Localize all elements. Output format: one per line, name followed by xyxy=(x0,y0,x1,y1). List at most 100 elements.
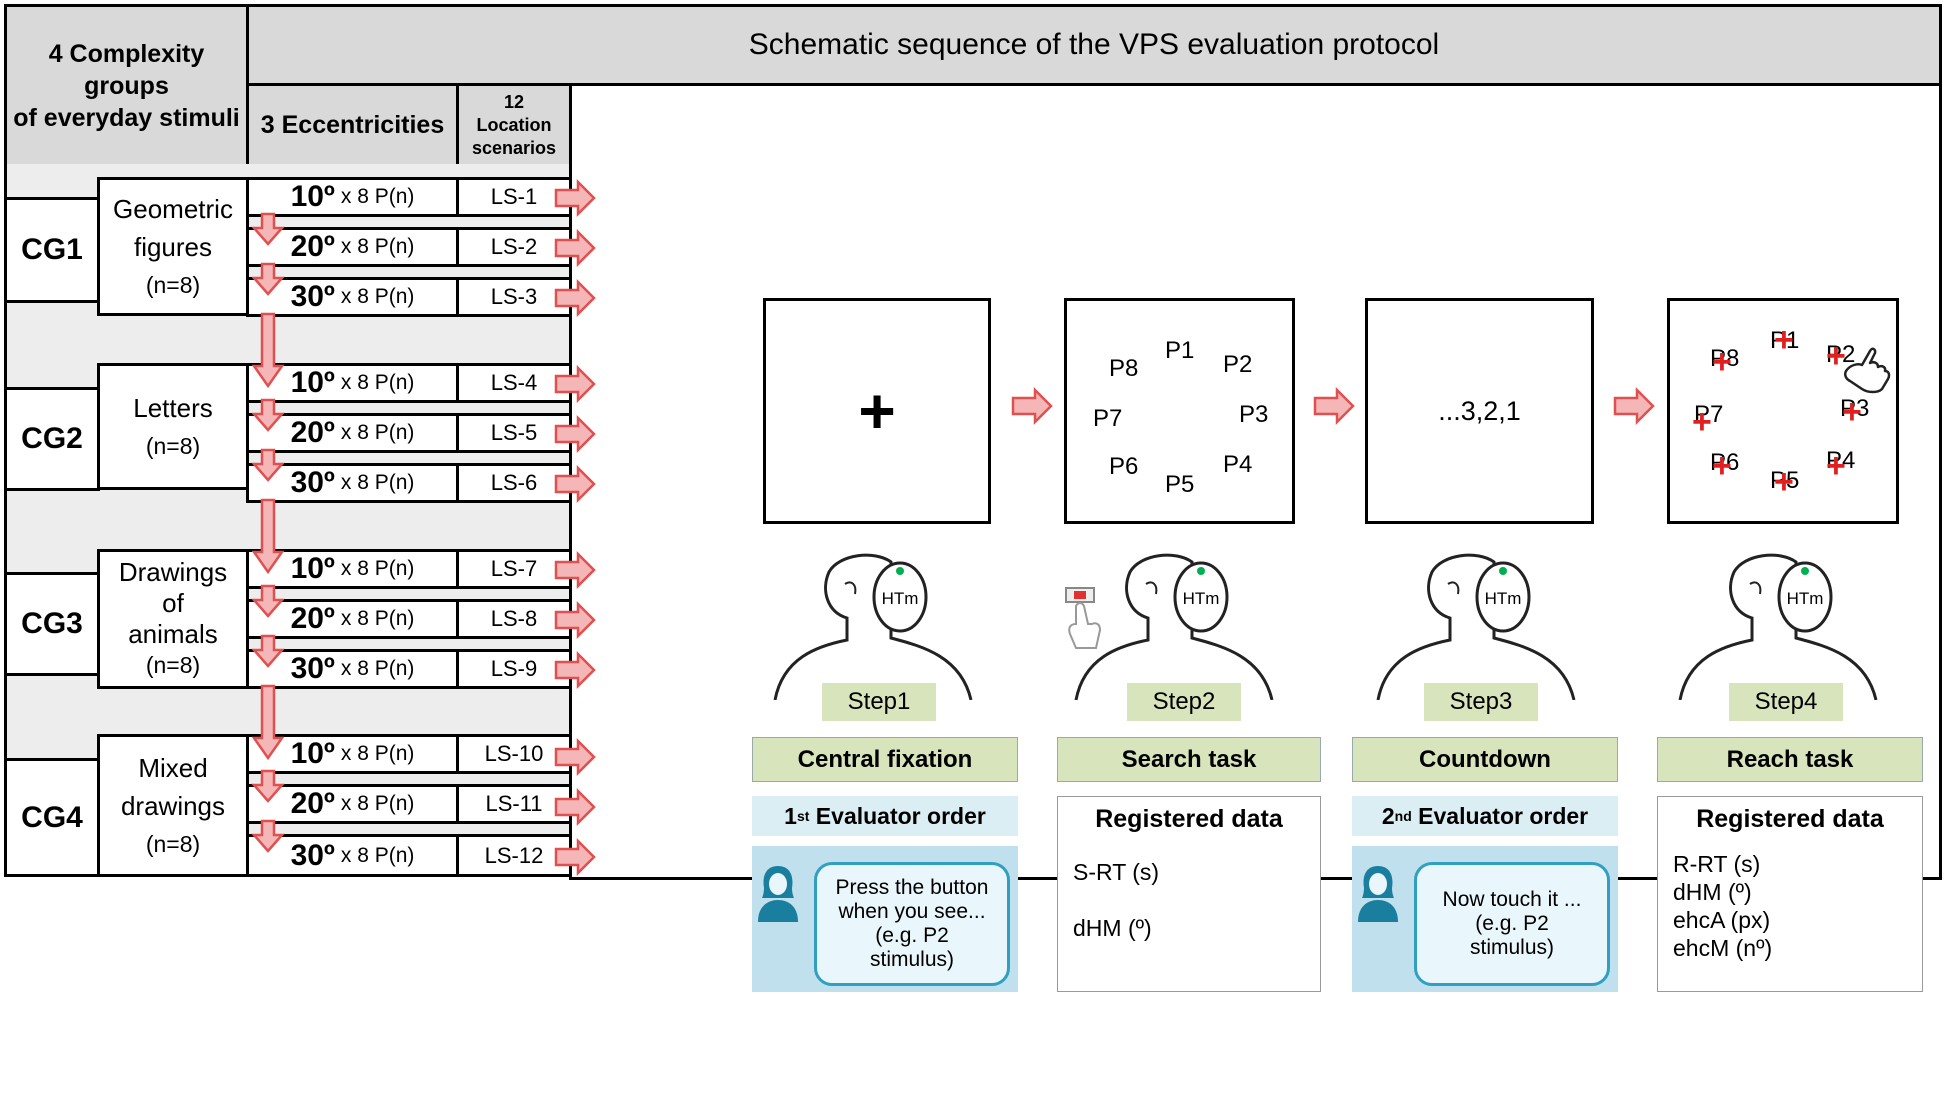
red-cross-marker: + xyxy=(1712,447,1732,485)
position-label: P7 xyxy=(1694,401,1724,428)
search-task-label: Search task xyxy=(1057,737,1321,782)
speech-line-1: Press the button xyxy=(835,876,989,899)
location-scenario-cell: LS-7 xyxy=(456,549,572,589)
eccentricity-value: 30º xyxy=(290,466,335,499)
cg2-code: CG2 xyxy=(21,422,83,455)
evaluator-avatar-icon xyxy=(1358,866,1398,922)
location-scenario-label: LS-11 xyxy=(485,791,543,816)
head-tracker-label: HTm xyxy=(882,589,919,608)
position-label: P3 xyxy=(1840,395,1870,422)
position-label: P1 xyxy=(1770,327,1800,354)
cg3-label-line-4: (n=8) xyxy=(145,652,201,678)
speech-line-2: when you see... xyxy=(838,900,986,923)
eccentricity-value: 20º xyxy=(290,230,335,263)
cg4-label-line-3: (n=8) xyxy=(145,830,201,857)
reach-task-text: Reach task xyxy=(1726,745,1854,773)
cg4-code-cell: CG4 xyxy=(4,758,100,877)
eccentricity-value: 20º xyxy=(290,602,335,635)
speech-line-3: (e.g. P2 xyxy=(875,924,949,947)
cg3-label-line-3: animals xyxy=(128,619,218,649)
reach-registered-data-box: Registered data R-RT (s) dHM (º) ehcA (p… xyxy=(1657,796,1923,992)
location-scenario-label: LS-5 xyxy=(490,420,538,445)
location-scenario-label: LS-1 xyxy=(490,184,538,209)
protocol-title-header: Schematic sequence of the VPS evaluation… xyxy=(246,4,1942,86)
countdown-label: Countdown xyxy=(1352,737,1618,782)
speech-line-2: (e.g. P2 xyxy=(1475,912,1549,935)
position-label: P2 xyxy=(1826,341,1856,368)
red-cross-marker: + xyxy=(1712,343,1732,381)
location-scenario-label: LS-12 xyxy=(484,842,544,868)
cg2-label-cell: Letters (n=8) xyxy=(97,363,249,490)
location-scenario-cell: LS-5 xyxy=(456,413,572,453)
eccentricities-title: 3 Eccentricities xyxy=(260,110,445,139)
groups-title-line-3: of everyday stimuli xyxy=(13,103,240,132)
search-task-text: Search task xyxy=(1121,745,1257,773)
second-order-suffix: nd xyxy=(1394,808,1412,824)
position-label: P6 xyxy=(1710,449,1740,476)
red-cross-marker: + xyxy=(1692,403,1712,441)
cg3-code-cell: CG3 xyxy=(4,572,100,676)
eccentricity-value: 10º xyxy=(290,366,335,399)
search-screen: P1 P2 P3 P4 P5 P6 P7 P8 xyxy=(1064,298,1295,524)
step-1-text: Step1 xyxy=(847,688,911,715)
first-evaluator-speech-bubble: Press the button when you see... (e.g. P… xyxy=(814,862,1010,986)
location-scenario-label: LS-8 xyxy=(490,606,538,631)
registered-data-line: dHM (º) xyxy=(1073,915,1152,941)
location-scenario-cell: LS-6 xyxy=(456,463,572,503)
first-order-num: 1 xyxy=(784,802,797,829)
position-label: P1 xyxy=(1165,337,1195,364)
eccentricity-multiplier: x 8 P(n) xyxy=(340,471,415,494)
position-label: P3 xyxy=(1239,401,1269,428)
cg4-label-cell: Mixed drawings (n=8) xyxy=(97,734,249,877)
reach-task-label: Reach task xyxy=(1657,737,1923,782)
evaluator-avatar-icon xyxy=(758,866,798,922)
countdown-text: ...3,2,1 xyxy=(1438,395,1521,426)
fixation-screen: + xyxy=(763,298,991,524)
location-scenario-label: LS-3 xyxy=(490,284,538,309)
location-scenario-label: LS-2 xyxy=(490,234,538,259)
search-registered-data-box: Registered data S-RT (s) dHM (º) xyxy=(1057,796,1321,992)
red-cross-marker: + xyxy=(1774,463,1794,501)
cg1-code: CG1 xyxy=(21,233,83,266)
fixation-cross: + xyxy=(858,375,896,447)
participant-head-icon: HTm xyxy=(1074,553,1274,700)
speech-line-1: Now touch it ... xyxy=(1442,888,1582,911)
reach-screen: P1 P2 P3 P4 P5 P6 P7 P8 + + + + + + + + xyxy=(1667,298,1899,524)
location-scenario-label: LS-4 xyxy=(490,370,538,395)
location-header: 12 Location scenarios xyxy=(456,83,572,167)
cg2-label-line-1: Letters xyxy=(133,392,213,423)
eccentricity-value: 10º xyxy=(290,737,335,770)
central-fixation-label: Central fixation xyxy=(752,737,1018,782)
location-scenario-label: LS-7 xyxy=(490,556,538,581)
first-order-suffix: st xyxy=(796,808,810,824)
cg3-code: CG3 xyxy=(21,607,83,640)
step-1-label: Step1 xyxy=(822,683,936,721)
cg1-label-line-3: (n=8) xyxy=(145,271,201,298)
location-scenario-cell: LS-3 xyxy=(456,277,572,317)
second-evaluator-speech-area: Now touch it ... (e.g. P2 stimulus) xyxy=(1352,846,1618,992)
eccentricity-value: 20º xyxy=(290,787,335,820)
position-label: P5 xyxy=(1165,471,1195,498)
central-fixation-text: Central fixation xyxy=(797,745,973,773)
eccentricity-value: 20º xyxy=(290,416,335,449)
location-scenario-cell: LS-10 xyxy=(456,734,572,774)
cg1-code-cell: CG1 xyxy=(4,197,100,303)
eccentricities-header: 3 Eccentricities xyxy=(246,83,459,167)
location-scenario-cell: LS-2 xyxy=(456,227,572,267)
cg4-label-line-1: Mixed xyxy=(138,752,208,783)
speech-line-3: stimulus) xyxy=(1469,936,1554,959)
participant-head-icon: HTm xyxy=(1678,553,1878,700)
groups-title-line-2: groups xyxy=(84,71,169,100)
cg2-code-cell: CG2 xyxy=(4,387,100,491)
participant-head-icon: HTm xyxy=(773,553,973,700)
